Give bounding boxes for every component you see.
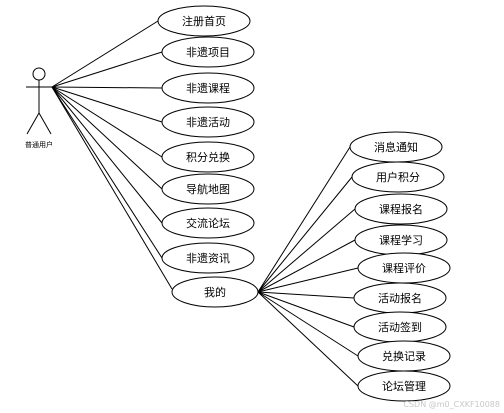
use-case-2[interactable]: 非遗课程 bbox=[161, 72, 255, 104]
use-case-label: 注册首页 bbox=[182, 14, 226, 28]
use-case-label: 活动报名 bbox=[378, 291, 422, 305]
association-line bbox=[51, 86, 173, 290]
use-case-ellipse[interactable] bbox=[161, 173, 255, 205]
association-line bbox=[51, 86, 163, 259]
use-case-label: 非遗课程 bbox=[186, 81, 230, 95]
actor-head bbox=[32, 67, 46, 81]
use-case-ellipse[interactable] bbox=[161, 207, 255, 239]
use-case-ellipse[interactable] bbox=[161, 36, 255, 68]
association-line bbox=[257, 291, 355, 299]
association-line bbox=[257, 291, 359, 357]
association-line bbox=[51, 86, 163, 158]
watermark-text: CSDN @m0_CXKF10088 bbox=[403, 400, 500, 409]
sub-use-case-4[interactable]: 课程评价 bbox=[357, 252, 451, 284]
use-case-label: 用户积分 bbox=[376, 170, 420, 184]
sub-use-case-1[interactable]: 用户积分 bbox=[351, 161, 445, 193]
use-case-ellipse[interactable] bbox=[354, 193, 448, 225]
use-case-4[interactable]: 积分兑换 bbox=[161, 141, 255, 173]
use-case-label: 积分兑换 bbox=[186, 150, 230, 164]
use-case-label: 非遗活动 bbox=[186, 115, 230, 129]
use-case-8[interactable]: 我的 bbox=[171, 276, 259, 308]
association-line bbox=[257, 239, 356, 293]
actor-label: 普通用户 bbox=[25, 140, 53, 149]
actor-associations bbox=[51, 20, 173, 290]
use-case-label: 课程评价 bbox=[382, 262, 426, 275]
use-case-ellipse[interactable] bbox=[161, 242, 255, 274]
association-line bbox=[51, 86, 163, 224]
use-case-label: 导航地图 bbox=[186, 182, 230, 196]
use-case-1[interactable]: 非遗项目 bbox=[161, 36, 255, 68]
use-case-label: 消息通知 bbox=[374, 140, 418, 154]
use-case-0[interactable]: 注册首页 bbox=[157, 5, 251, 37]
actor-stick-figure bbox=[26, 67, 52, 135]
use-case-ellipse[interactable] bbox=[161, 106, 255, 138]
use-case-ellipse[interactable] bbox=[161, 141, 255, 173]
sub-use-case-6[interactable]: 活动签到 bbox=[353, 311, 447, 343]
association-line bbox=[257, 267, 359, 293]
sub-use-case-5[interactable]: 活动报名 bbox=[353, 282, 447, 314]
association-line bbox=[257, 208, 356, 293]
use-case-ellipse[interactable] bbox=[357, 370, 451, 402]
sub-use-case-3[interactable]: 课程学习 bbox=[354, 224, 448, 256]
use-case-3[interactable]: 非遗活动 bbox=[161, 106, 255, 138]
association-line bbox=[51, 20, 159, 88]
sub-use-case-0[interactable]: 消息通知 bbox=[349, 131, 443, 163]
mine-associations bbox=[257, 146, 359, 387]
use-case-label: 非遗项目 bbox=[186, 45, 230, 59]
use-case-label: 论坛管理 bbox=[382, 379, 426, 393]
association-line bbox=[257, 176, 353, 293]
sub-use-case-2[interactable]: 课程报名 bbox=[354, 193, 448, 225]
use-case-ellipse[interactable] bbox=[351, 161, 445, 193]
actor-right-leg bbox=[38, 112, 52, 135]
association-line bbox=[257, 291, 355, 328]
use-case-7[interactable]: 非遗资讯 bbox=[161, 242, 255, 274]
use-case-ellipse[interactable] bbox=[157, 5, 251, 37]
use-case-label: 我的 bbox=[204, 285, 226, 299]
use-case-label: 兑换记录 bbox=[382, 349, 426, 363]
use-case-6[interactable]: 交流论坛 bbox=[161, 207, 255, 239]
use-case-ellipse[interactable] bbox=[161, 72, 255, 104]
association-line bbox=[51, 86, 163, 123]
association-line bbox=[51, 86, 163, 89]
association-line bbox=[51, 86, 163, 190]
sub-use-case-8[interactable]: 论坛管理 bbox=[357, 370, 451, 402]
use-case-label: 交流论坛 bbox=[186, 216, 230, 230]
use-case-ellipse[interactable] bbox=[171, 276, 259, 308]
use-case-label: 活动签到 bbox=[378, 320, 422, 334]
actor-left-leg bbox=[26, 112, 40, 135]
association-line bbox=[257, 146, 351, 293]
association-line bbox=[51, 51, 163, 88]
use-case-5[interactable]: 导航地图 bbox=[161, 173, 255, 205]
sub-use-case-7[interactable]: 兑换记录 bbox=[357, 340, 451, 372]
use-case-label: 课程学习 bbox=[379, 233, 423, 247]
use-case-label: 非遗资讯 bbox=[186, 251, 230, 265]
use-case-label: 课程报名 bbox=[379, 202, 423, 216]
association-line bbox=[257, 291, 359, 387]
